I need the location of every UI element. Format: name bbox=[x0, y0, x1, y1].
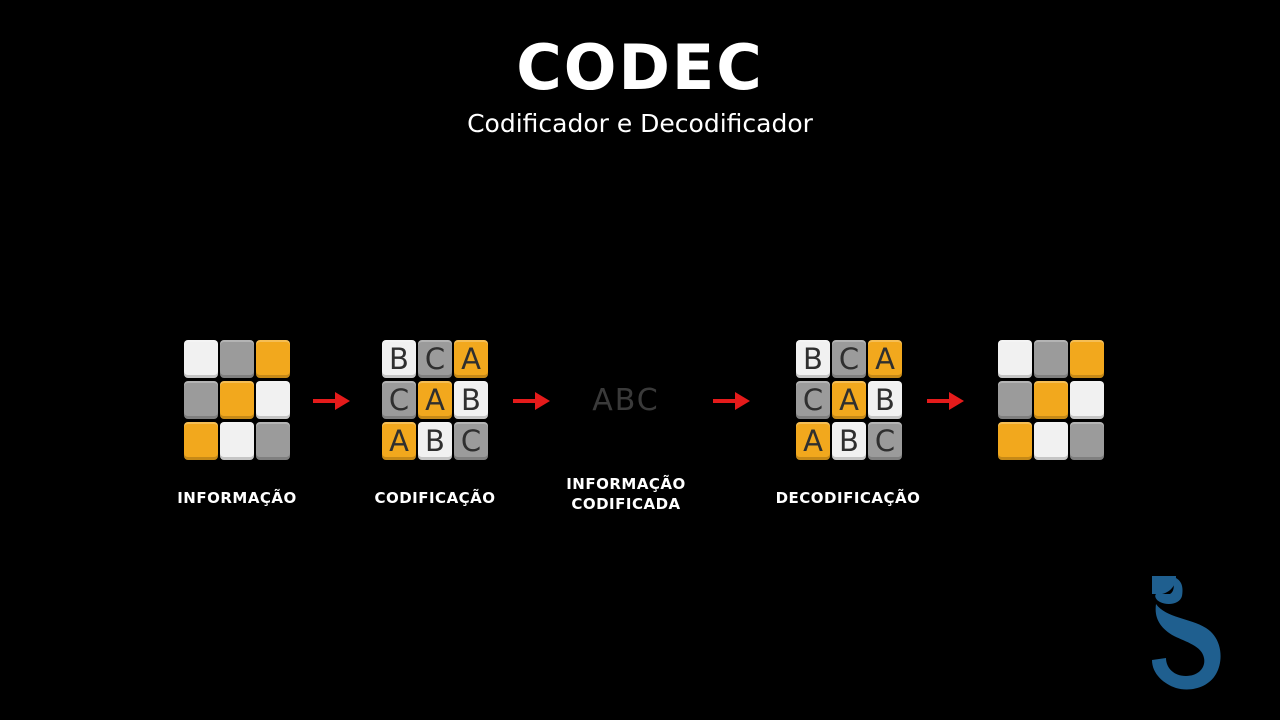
grid-cell bbox=[256, 422, 290, 460]
grid-cell bbox=[998, 422, 1032, 460]
page-title: CODEC bbox=[516, 31, 764, 104]
label-encoding: CODIFICAÇÃO bbox=[374, 489, 496, 507]
grid-cell bbox=[220, 340, 254, 378]
grid-cell bbox=[1070, 422, 1104, 460]
label-encoded-information: INFORMAÇÃO CODIFICADA bbox=[566, 475, 686, 513]
grid-cell: A bbox=[796, 422, 830, 460]
arrow-right-icon bbox=[313, 392, 350, 410]
arrow-right-icon bbox=[927, 392, 964, 410]
grid-cell bbox=[1070, 381, 1104, 419]
grid-cell bbox=[256, 381, 290, 419]
grid-cell: C bbox=[832, 340, 866, 378]
grid-cell: A bbox=[454, 340, 488, 378]
grid-cell: B bbox=[418, 422, 452, 460]
grid-cell bbox=[220, 381, 254, 419]
grid-cell: A bbox=[418, 381, 452, 419]
grid-cell: C bbox=[382, 381, 416, 419]
grid-cell: B bbox=[868, 381, 902, 419]
grid-cell: A bbox=[868, 340, 902, 378]
grid-cell bbox=[1034, 381, 1068, 419]
grid-cell bbox=[998, 340, 1032, 378]
grid-cell: B bbox=[382, 340, 416, 378]
grid-cell bbox=[1034, 422, 1068, 460]
grid-cell bbox=[220, 422, 254, 460]
stylized-s-logo-icon bbox=[1152, 576, 1221, 690]
grid-cell: C bbox=[418, 340, 452, 378]
grid-cell bbox=[1070, 340, 1104, 378]
grid-cell bbox=[998, 381, 1032, 419]
label-information: INFORMAÇÃO bbox=[177, 489, 297, 507]
result-grid bbox=[998, 340, 1104, 464]
grid-cell: C bbox=[868, 422, 902, 460]
label-decoding: DECODIFICAÇÃO bbox=[775, 489, 921, 507]
information-grid bbox=[184, 340, 290, 464]
grid-cell: A bbox=[382, 422, 416, 460]
grid-cell: B bbox=[454, 381, 488, 419]
grid-cell bbox=[1034, 340, 1068, 378]
grid-cell: C bbox=[454, 422, 488, 460]
page-subtitle: Codificador e Decodificador bbox=[467, 109, 813, 138]
grid-cell: A bbox=[832, 381, 866, 419]
grid-cell bbox=[184, 422, 218, 460]
encoded-information-text: ABC bbox=[592, 383, 660, 418]
grid-cell: B bbox=[796, 340, 830, 378]
grid-cell: C bbox=[796, 381, 830, 419]
grid-cell bbox=[256, 340, 290, 378]
grid-cell bbox=[184, 340, 218, 378]
arrow-right-icon bbox=[513, 392, 550, 410]
grid-cell bbox=[184, 381, 218, 419]
arrow-right-icon bbox=[713, 392, 750, 410]
grid-cell: B bbox=[832, 422, 866, 460]
